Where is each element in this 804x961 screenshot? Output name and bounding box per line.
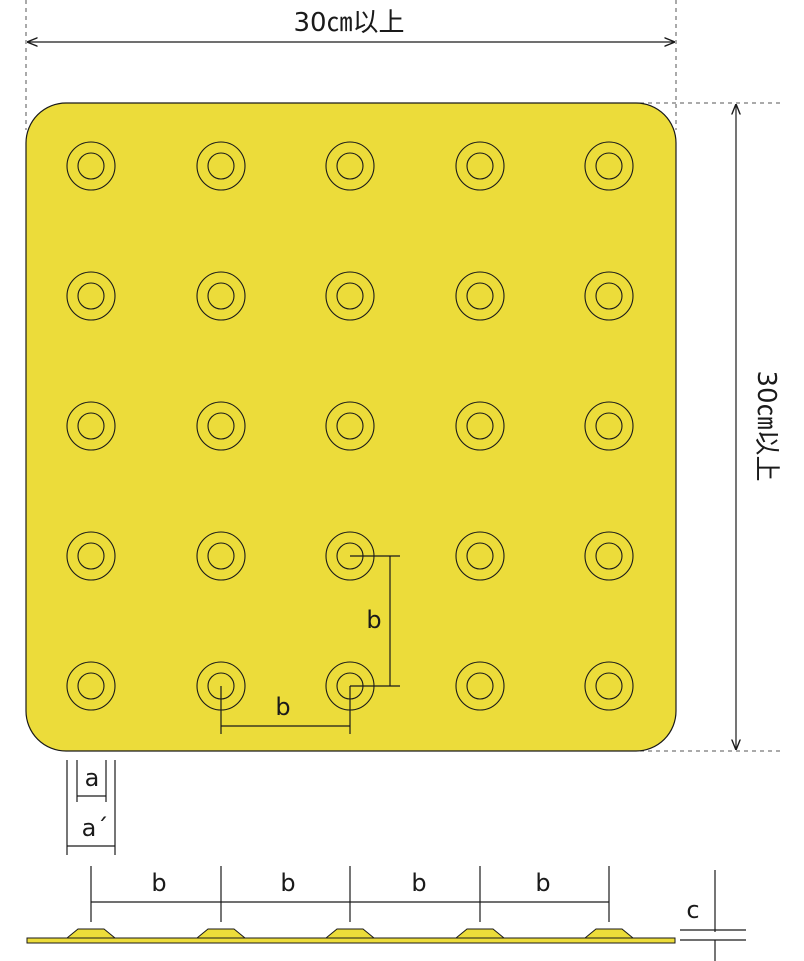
tactile-dot xyxy=(584,531,634,581)
tactile-dot xyxy=(325,271,375,321)
profile-dots xyxy=(65,928,635,939)
tactile-dot xyxy=(455,141,505,191)
tactile-dot xyxy=(325,141,375,191)
tactile-dot xyxy=(455,531,505,581)
tactile-dot xyxy=(66,661,116,711)
tactile-dot xyxy=(584,401,634,451)
profile-b-label-3: b xyxy=(411,869,426,897)
tactile-dot xyxy=(66,401,116,451)
tactile-dot xyxy=(196,401,246,451)
b-horizontal-label: b xyxy=(275,693,290,721)
width-dimension-label: 30㎝以上 xyxy=(293,8,404,38)
height-dimension-label: 30㎝以上 xyxy=(751,370,781,481)
tactile-dot xyxy=(455,401,505,451)
c-label: c xyxy=(686,896,699,924)
tactile-dot xyxy=(325,401,375,451)
profile-b-label-4: b xyxy=(535,869,550,897)
profile-base-plate xyxy=(26,937,676,944)
tactile-dot xyxy=(584,141,634,191)
profile-b-label-2: b xyxy=(280,869,295,897)
tactile-dot xyxy=(66,531,116,581)
tactile-dot xyxy=(584,271,634,321)
profile-dot xyxy=(454,928,506,939)
tactile-dot xyxy=(66,271,116,321)
a-prime-label: a´ xyxy=(82,814,109,842)
tactile-dot xyxy=(66,141,116,191)
profile-dot xyxy=(65,928,117,939)
tactile-dot xyxy=(196,141,246,191)
profile-dot xyxy=(583,928,635,939)
tactile-dot xyxy=(196,531,246,581)
a-label: a xyxy=(85,764,100,792)
tactile-dot xyxy=(196,271,246,321)
tactile-dot xyxy=(455,271,505,321)
profile-dot xyxy=(324,928,376,939)
profile-b-label-1: b xyxy=(151,869,166,897)
profile-dot xyxy=(195,928,247,939)
b-vertical-label: b xyxy=(366,606,381,634)
tactile-dot xyxy=(584,661,634,711)
tactile-dot xyxy=(455,661,505,711)
